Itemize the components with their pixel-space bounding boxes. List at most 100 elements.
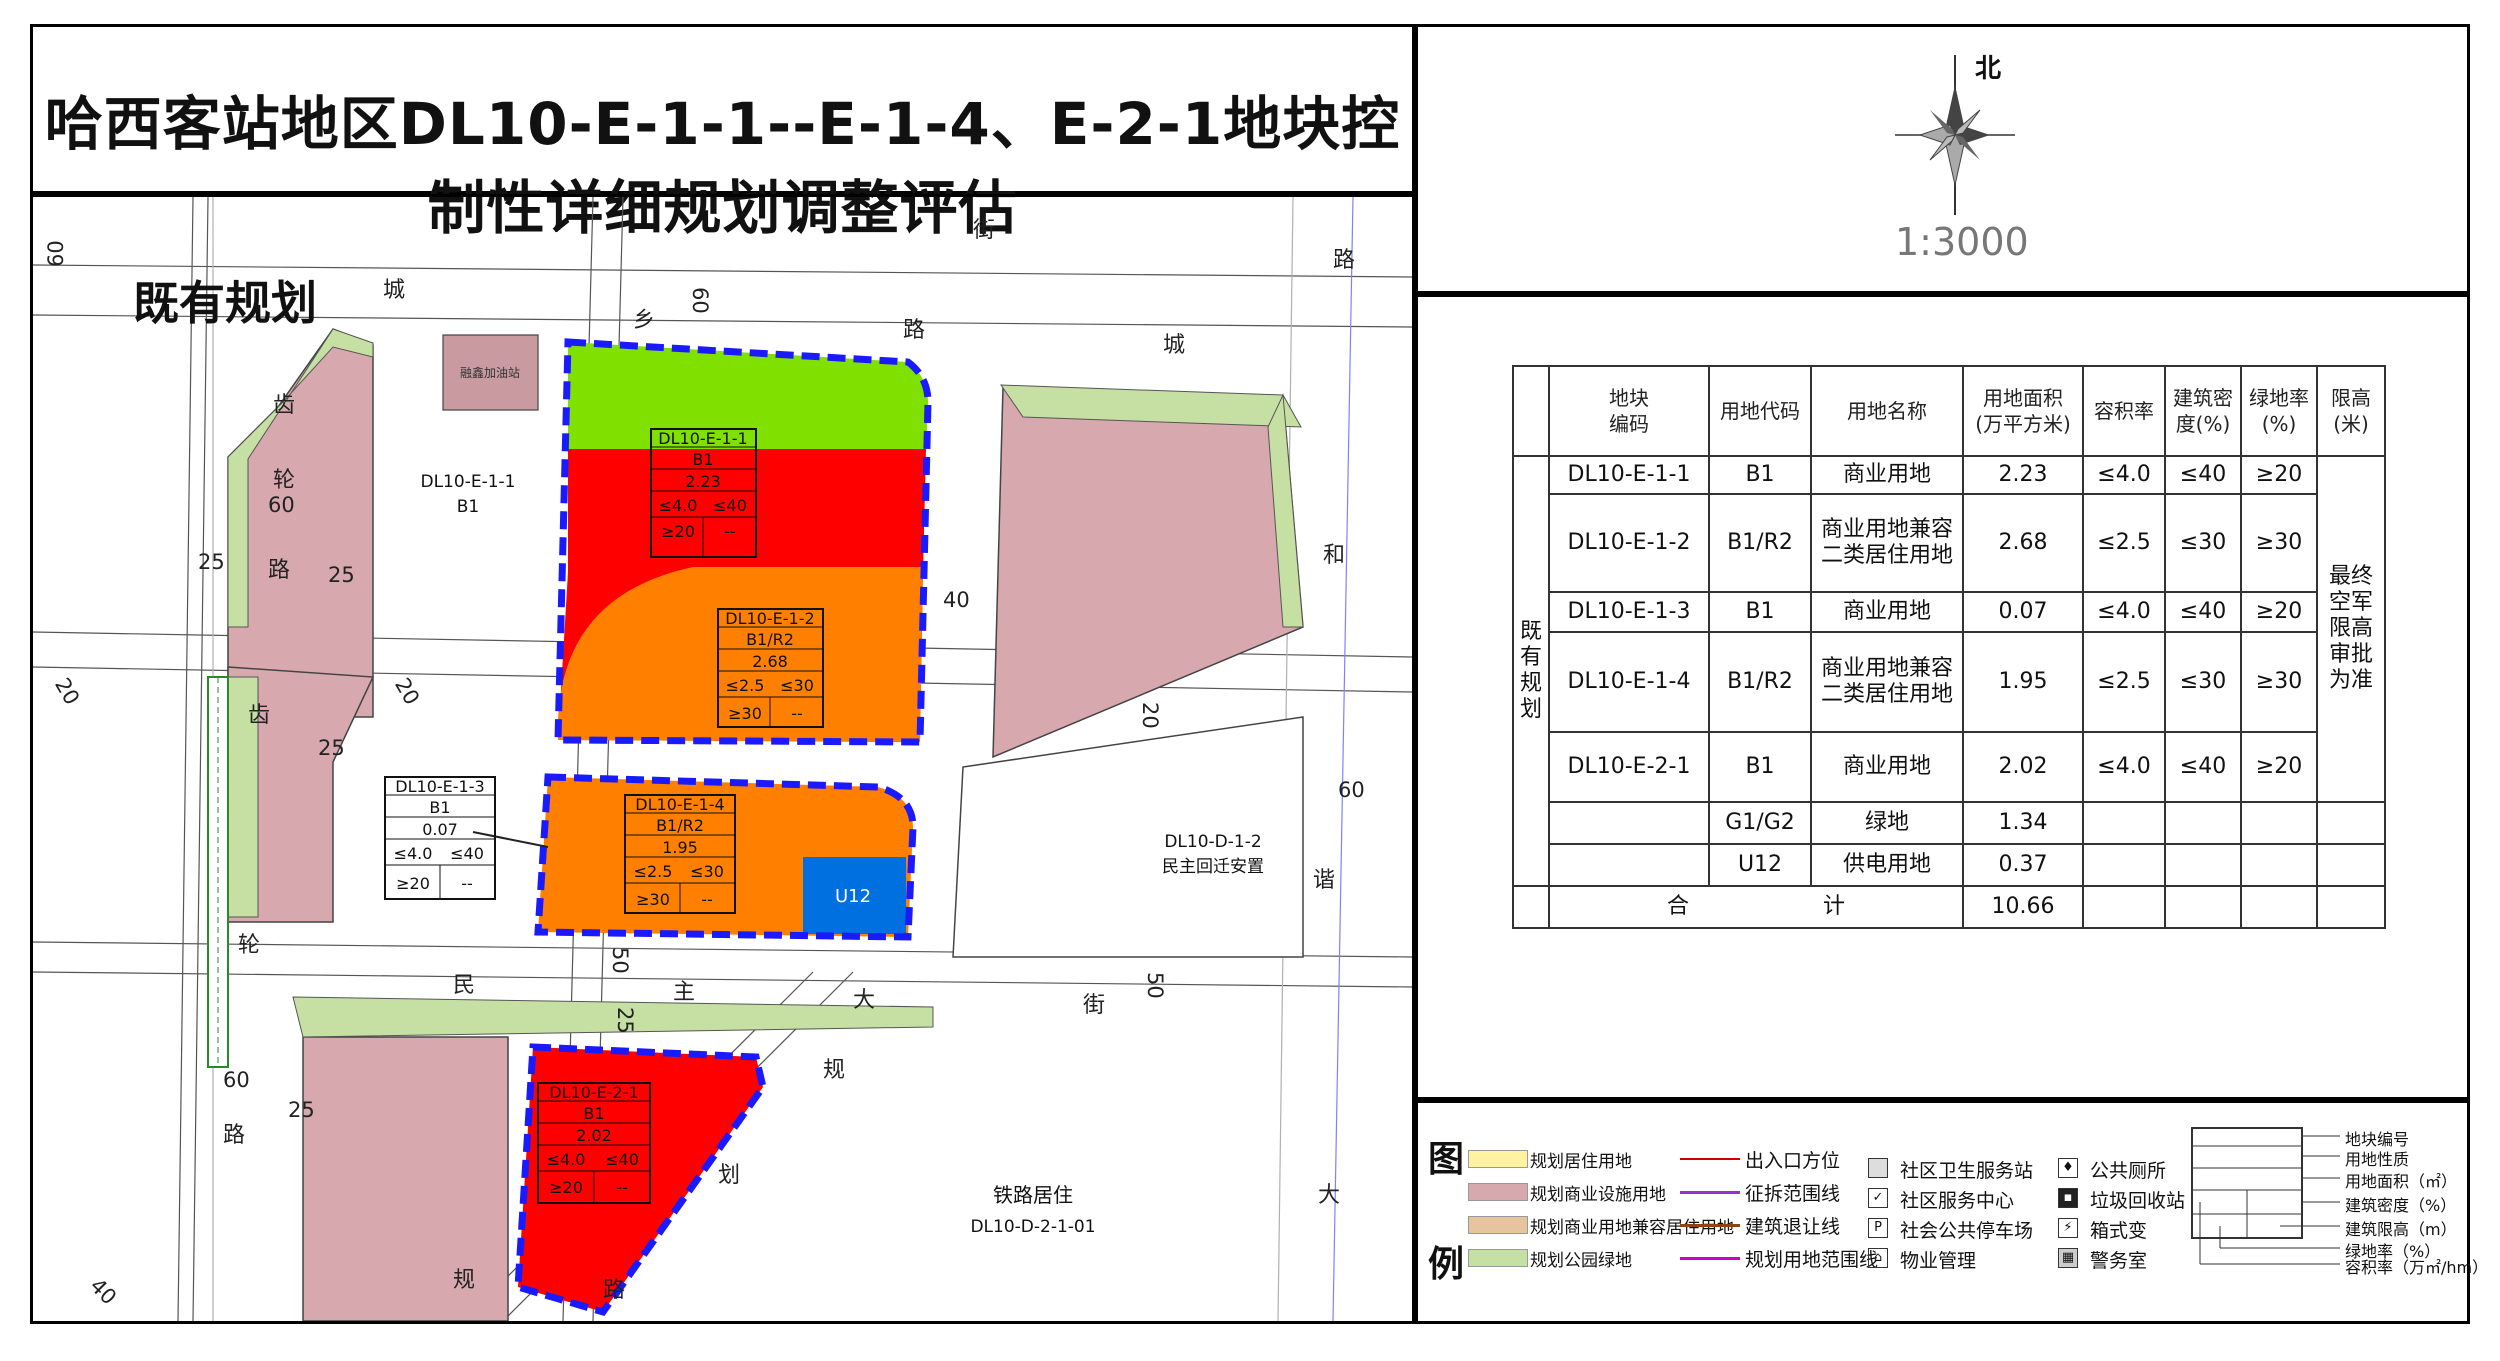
cell-density: ≤40 (2164, 591, 2242, 633)
compass-rose-icon (1895, 55, 2015, 215)
cell-area: 1.95 (1962, 631, 2084, 733)
key-label: 用地面积（㎡） (2345, 1172, 2458, 1191)
legend-setback: 建筑退让线 (1745, 1216, 1841, 1238)
street-char: 街 (973, 218, 995, 243)
cell-area: 2.23 (1962, 455, 2084, 495)
legend-demolition: 征拆范围线 (1745, 1183, 1841, 1205)
table-header: 建筑密 度(%) (2164, 365, 2242, 457)
police-icon: ▦ (2058, 1248, 2078, 1268)
legend-property: 物业管理 (1900, 1250, 1977, 1272)
svg-text:--: -- (791, 704, 803, 723)
road-width: 60 (268, 493, 295, 517)
table-header: 绿地率 (%) (2240, 365, 2318, 457)
street-char: 路 (268, 558, 290, 583)
table-header: 用地名称 (1810, 365, 1964, 457)
plot-label-e1-1: DL10-E-1-1 B1 2.23 ≤4.0 ≤40 ≥20 -- (650, 428, 757, 558)
table-row: DL10-E-1-3 B1 商业用地 0.07 ≤4.0 ≤40 ≥20 (1513, 591, 2385, 633)
plot-d12 (952, 716, 1304, 958)
property-management-icon: ⌂ (1868, 1248, 1888, 1268)
legend-panel (1415, 1100, 2470, 1324)
key-label: 建筑密度（%） (2345, 1196, 2457, 1215)
table-row: DL10-E-1-2 B1/R2 商业用地兼容二类居住用地 2.68 ≤2.5 … (1513, 493, 2385, 593)
park-strips (227, 328, 1304, 1038)
svg-text:B1/R2: B1/R2 (746, 630, 794, 649)
cell-use-name: 商业用地 (1810, 731, 1964, 803)
svg-text:2.02: 2.02 (576, 1126, 612, 1145)
cell-empty (2316, 885, 2386, 929)
map-panel: 城 乡 路 城 齿 轮 路 齿 轮 和 谐 街 路 民 主 大 街 规 划 路 … (30, 194, 1415, 1324)
road-width: 25 (318, 736, 345, 760)
road-width: 20 (390, 674, 424, 709)
road-width: 40 (85, 1274, 121, 1310)
key-label: 地块编号 (2345, 1130, 2410, 1149)
parking-icon: P (1868, 1218, 1888, 1238)
key-label: 绿地率（%） (2345, 1242, 2441, 1261)
scale-label: 1:3000 (1895, 220, 2029, 264)
street-char: 谐 (1313, 868, 1335, 893)
legend-residential: 规划居住用地 (1530, 1152, 1632, 1172)
cell-area: 2.68 (1962, 493, 2084, 593)
cell-area: 1.34 (1962, 801, 2084, 845)
cell-use-name: 商业用地兼容二类居住用地 (1810, 493, 1964, 593)
table-panel (1415, 294, 2470, 1100)
svg-text:0.07: 0.07 (422, 820, 458, 839)
street-char: 齿 (273, 393, 295, 418)
cell-density (2164, 801, 2242, 845)
health-station-icon (1868, 1158, 1888, 1178)
cell-density: ≤30 (2164, 631, 2242, 733)
cell-use-code: B1 (1708, 455, 1812, 495)
table-row: DL10-E-1-4 B1/R2 商业用地兼容二类居住用地 1.95 ≤2.5 … (1513, 631, 2385, 733)
page-title: 哈西客站地区DL10-E-1-1--E-1-4、E-2-1地块控制性详细规划调整… (44, 90, 1401, 242)
block-use: B1 (457, 497, 479, 517)
block-code: DL10-D-2-1-01 (970, 1217, 1095, 1237)
cell-green (2240, 801, 2318, 845)
cell-empty (2240, 885, 2318, 929)
cell-far: ≤4.0 (2082, 455, 2166, 495)
street-char: 民 (453, 973, 475, 998)
cell-green: ≥20 (2240, 591, 2318, 633)
cell-use-name: 商业用地 (1810, 455, 1964, 495)
plot-u12 (803, 857, 906, 934)
svg-text:B1/R2: B1/R2 (656, 816, 704, 835)
svg-text:B1: B1 (429, 798, 450, 817)
key-label: 用地性质 (2345, 1150, 2410, 1169)
svg-text:≤4.0: ≤4.0 (547, 1150, 586, 1169)
street-char: 路 (1333, 248, 1355, 273)
legend-mixed: 规划商业用地兼容居住用地 (1530, 1218, 1734, 1238)
svg-text:2.68: 2.68 (752, 652, 788, 671)
street-char: 划 (718, 1163, 740, 1188)
plot-label-e1-2: DL10-E-1-2 B1/R2 2.68 ≤2.5 ≤30 ≥30 -- (717, 608, 824, 728)
gas-station-plot (442, 334, 539, 411)
svg-text:DL10-E-2-1: DL10-E-2-1 (549, 1083, 638, 1102)
plot-e1-1 (568, 449, 926, 572)
service-center-icon: ✓ (1868, 1188, 1888, 1208)
street-char: 规 (823, 1058, 845, 1083)
svg-text:≤30: ≤30 (690, 862, 724, 881)
table-row: DL10-E-2-1 B1 商业用地 2.02 ≤4.0 ≤40 ≥20 (1513, 731, 2385, 803)
legend-entrance: 出入口方位 (1745, 1150, 1841, 1172)
svg-text:--: -- (701, 890, 713, 909)
street-char: 轮 (238, 933, 260, 958)
plot-label-e1-3: DL10-E-1-3 B1 0.07 ≤4.0 ≤40 ≥20 -- (384, 776, 496, 900)
cell-far (2082, 801, 2166, 845)
cell-use-code: B1 (1708, 591, 1812, 633)
cell-use-name: 商业用地 (1810, 591, 1964, 633)
total-area: 10.66 (1962, 885, 2084, 929)
svg-text:≥20: ≥20 (549, 1178, 583, 1197)
gas-station-label: 融鑫加油站 (460, 365, 520, 380)
plot-southwest (302, 1036, 509, 1321)
residential-swatch (1468, 1150, 1528, 1168)
cell-green (2240, 843, 2318, 887)
cell-use-name: 商业用地兼容二类居住用地 (1810, 631, 1964, 733)
cell-empty (2164, 885, 2242, 929)
cell-code: DL10-E-1-2 (1548, 493, 1710, 593)
mixed-swatch (1468, 1216, 1528, 1234)
u12-label: U12 (835, 886, 871, 907)
table-header-row: 地块 编码 用地代码 用地名称 用地面积 (万平方米) 容积率 建筑密 度(%)… (1512, 365, 2386, 457)
cell-code (1548, 843, 1710, 887)
planning-boundaries (514, 338, 932, 1317)
cell-area: 2.02 (1962, 731, 2084, 803)
table-header-blank (1512, 365, 1550, 457)
boundary-line-icon (1680, 1257, 1740, 1260)
road-width: 25 (198, 550, 225, 574)
